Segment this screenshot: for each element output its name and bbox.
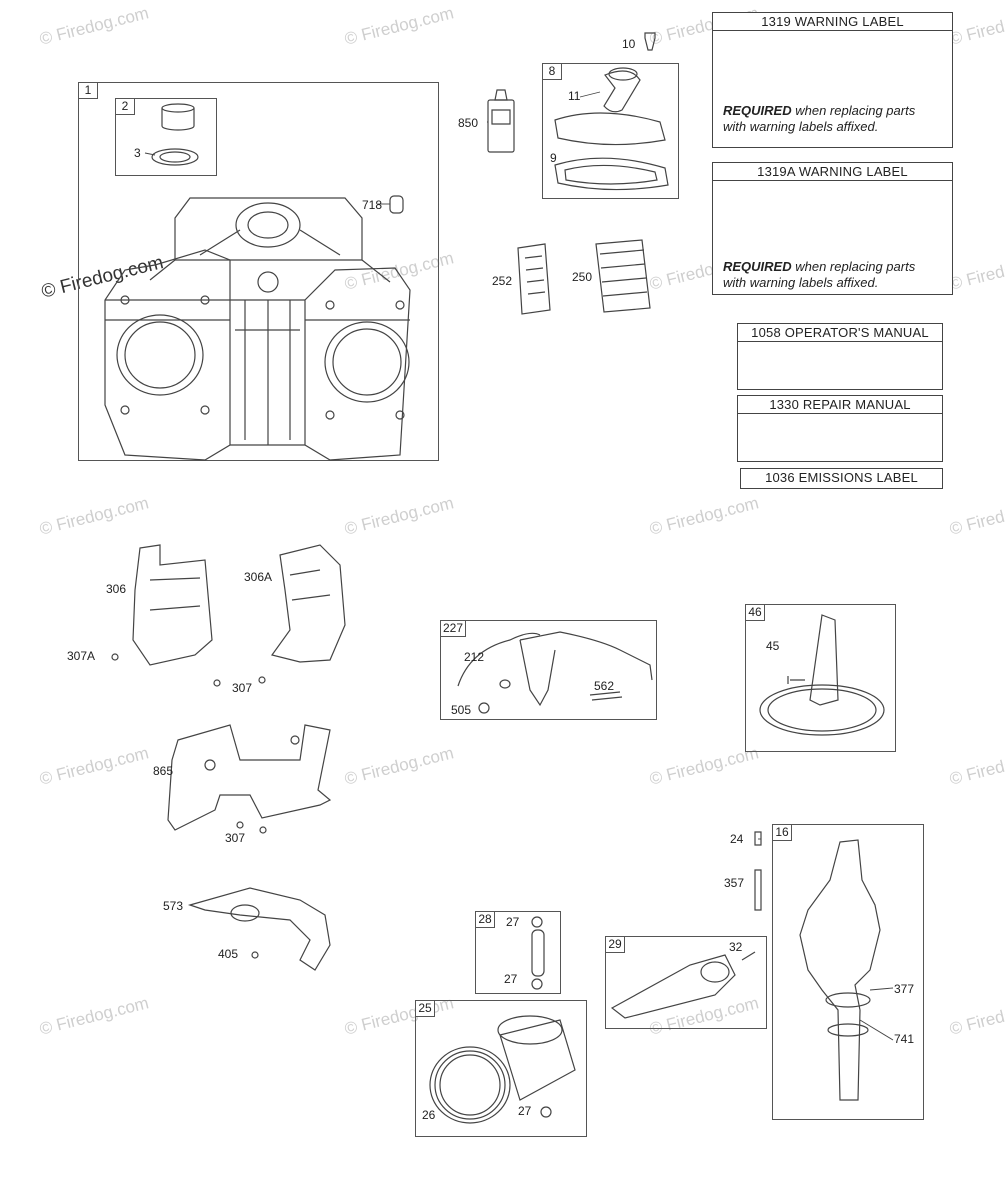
part-label-24: 24 <box>730 832 744 846</box>
part-label-357: 357 <box>724 876 745 890</box>
group-tag-8: 8 <box>542 63 562 80</box>
required-line2: with warning labels affixed. <box>723 119 879 134</box>
part-label-865: 865 <box>153 764 174 778</box>
part-label-3: 3 <box>134 146 141 160</box>
group-box-25 <box>415 1000 587 1137</box>
part-label-27: 27 <box>518 1104 532 1118</box>
part-label-252: 252 <box>492 274 513 288</box>
engine-block-drawing <box>105 198 410 460</box>
warning-label-1319-box: 1319 WARNING LABEL WARNING REQUIRED when… <box>712 12 953 148</box>
part-label-307A: 307A <box>67 649 96 663</box>
part-label-573: 573 <box>163 899 184 913</box>
group-tag-227: 227 <box>440 620 467 637</box>
group-tag-25: 25 <box>415 1000 435 1017</box>
operator-manual-box: 1058 OPERATOR'S MANUAL <box>737 323 943 390</box>
group-tag-1: 1 <box>78 82 98 99</box>
warning-sticker-header: WARNING <box>805 39 839 46</box>
warning-label-1319-title: 1319 WARNING LABEL <box>713 13 952 31</box>
required-word: REQUIRED <box>723 103 792 118</box>
sleeve-drawing <box>152 104 198 165</box>
part-label-45: 45 <box>766 639 780 653</box>
group-tag-46: 46 <box>745 604 765 621</box>
part-label-32: 32 <box>729 940 743 954</box>
part-label-850: 850 <box>458 116 479 130</box>
part-label-307: 307 <box>232 681 253 695</box>
part-label-26: 26 <box>422 1108 436 1122</box>
part-label-27: 27 <box>506 915 520 929</box>
warning-sticker-dark-area <box>713 181 952 257</box>
part-label-718: 718 <box>362 198 383 212</box>
group-box-8 <box>542 63 679 199</box>
group-box-46 <box>745 604 896 752</box>
group-tag-29: 29 <box>605 936 625 953</box>
part-label-377: 377 <box>894 982 915 996</box>
part-label-741: 741 <box>894 1032 915 1046</box>
warning-sticker-area: WARNING <box>713 31 952 101</box>
group-tag-16: 16 <box>772 824 792 841</box>
group-tag-2: 2 <box>115 98 135 115</box>
operator-manual-title: 1058 OPERATOR'S MANUAL <box>738 324 942 342</box>
required-rest: when replacing parts <box>791 103 916 118</box>
warning-label-1319-note: REQUIRED when replacing parts with warni… <box>713 101 952 137</box>
part-label-27: 27 <box>504 972 518 986</box>
part-label-307: 307 <box>225 831 246 845</box>
group-box-1 <box>78 82 439 461</box>
group-box-2 <box>115 98 217 176</box>
warning-label-1319A-note: REQUIRED when replacing parts with warni… <box>713 257 952 293</box>
leader-lines <box>145 92 893 1040</box>
part-label-10: 10 <box>622 37 636 51</box>
part-label-9: 9 <box>550 151 557 165</box>
required-line2: with warning labels affixed. <box>723 275 879 290</box>
group-box-29 <box>605 936 767 1029</box>
part-label-11: 11 <box>568 89 581 103</box>
part-label-250: 250 <box>572 270 593 284</box>
repair-manual-box: 1330 REPAIR MANUAL <box>737 395 943 462</box>
group-box-28 <box>475 911 561 994</box>
warning-label-1319A-box: 1319A WARNING LABEL REQUIRED when replac… <box>712 162 953 295</box>
part-label-306: 306 <box>106 582 127 596</box>
group-box-16 <box>772 824 924 1120</box>
required-word: REQUIRED <box>723 259 792 274</box>
repair-manual-title: 1330 REPAIR MANUAL <box>738 396 942 414</box>
emissions-label-title: 1036 EMISSIONS LABEL <box>765 470 918 485</box>
sealant-tube-drawing <box>488 90 514 152</box>
group-box-227 <box>440 620 657 720</box>
part-label-212: 212 <box>464 650 485 664</box>
part-label-405: 405 <box>218 947 239 961</box>
part-label-562: 562 <box>594 679 615 693</box>
group-tag-28: 28 <box>475 911 495 928</box>
required-rest: when replacing parts <box>791 259 916 274</box>
emissions-label-box: 1036 EMISSIONS LABEL <box>740 468 943 489</box>
warning-label-1319A-title: 1319A WARNING LABEL <box>713 163 952 181</box>
part-label-306A: 306A <box>244 570 273 584</box>
part-label-505: 505 <box>451 703 472 717</box>
